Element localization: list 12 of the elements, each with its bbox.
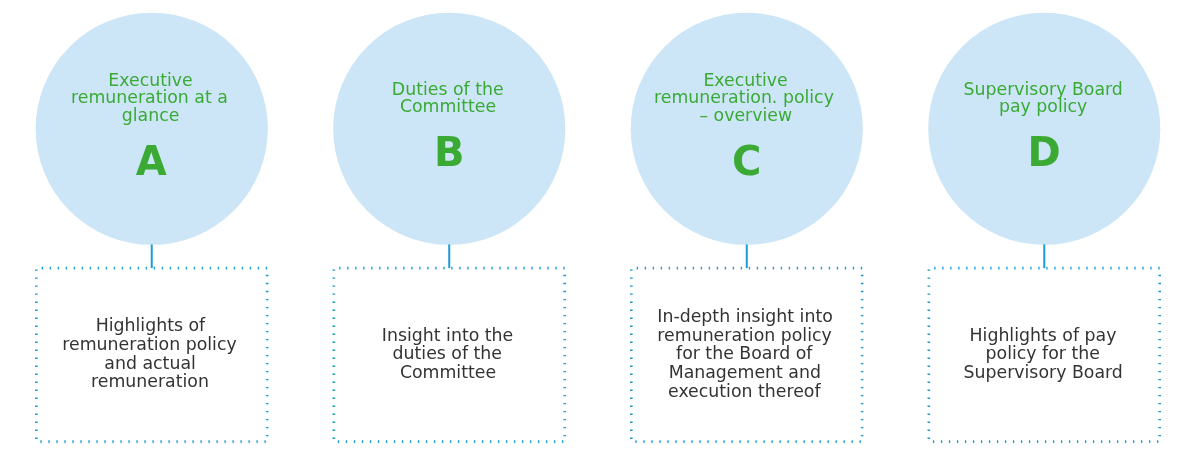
node-box: Highlights of remuneration policy and actual remuneration [34, 266, 268, 443]
node-circle: Duties of the Committee B [332, 12, 565, 245]
node-circle: Executive remuneration. policy – overview C [630, 12, 863, 245]
node-box: In-depth insight into remuneration policy for the Board of Management and execution thereof [629, 266, 863, 443]
node-circle: Supervisory Board pay policy D [927, 12, 1160, 245]
node-box: Insight into the duties of the Committee [332, 266, 566, 443]
connector [447, 243, 450, 270]
connector [745, 243, 748, 270]
connector [1042, 243, 1045, 270]
connector [150, 243, 153, 270]
node-box: Highlights of pay policy for the Supervisory Board [927, 266, 1161, 443]
node-circle: Executive remuneration at a glance A [35, 12, 268, 245]
